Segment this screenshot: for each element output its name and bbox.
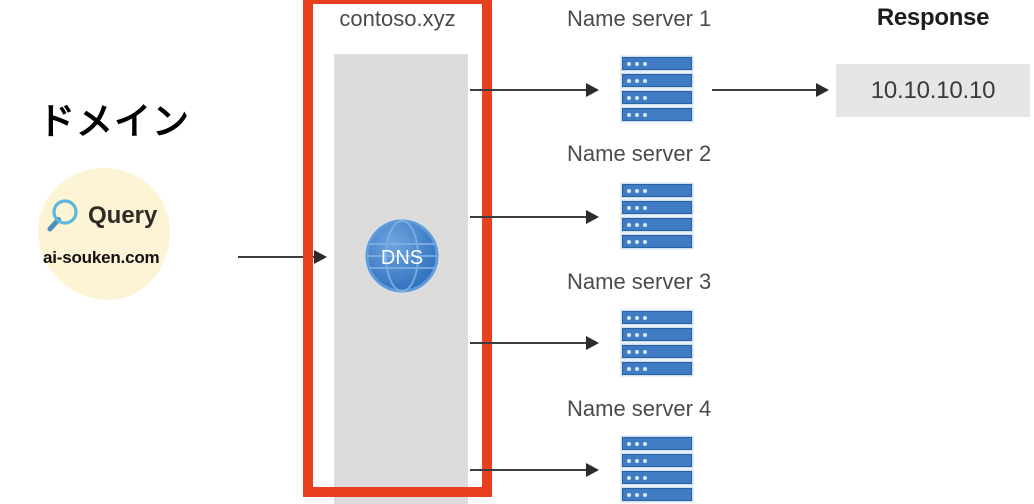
server-led xyxy=(635,95,639,100)
server-led xyxy=(643,458,647,463)
server-led xyxy=(643,315,647,320)
name-server-1-label: Name server 1 xyxy=(567,6,712,31)
server-rack-icon xyxy=(622,311,692,375)
server-led xyxy=(643,188,647,193)
server-led xyxy=(635,441,639,446)
server-led xyxy=(635,315,639,320)
server-led xyxy=(635,78,639,83)
server-led xyxy=(635,112,639,117)
arrow-query-to-dns xyxy=(238,248,328,266)
name-server-3-label: Name server 3 xyxy=(567,269,712,294)
server-led xyxy=(635,239,639,244)
server-rack-unit xyxy=(622,345,692,358)
svg-text:DNS: DNS xyxy=(381,247,423,269)
server-led xyxy=(643,222,647,227)
server-led xyxy=(635,205,639,210)
server-led xyxy=(643,366,647,371)
server-rack-unit xyxy=(622,91,692,104)
server-rack-unit xyxy=(622,437,692,450)
server-rack-unit xyxy=(622,311,692,324)
zone-highlight-box xyxy=(303,0,492,497)
query-highlight-blob xyxy=(38,168,170,300)
server-led xyxy=(643,475,647,480)
query-group: Query xyxy=(44,196,157,236)
server-rack-unit xyxy=(622,108,692,121)
server-led xyxy=(635,61,639,66)
server-led xyxy=(627,188,631,193)
server-led xyxy=(627,441,631,446)
arrow-dns-to-name-server-1 xyxy=(470,81,600,99)
server-rack-unit xyxy=(622,328,692,341)
server-rack-unit xyxy=(622,201,692,214)
server-led xyxy=(635,349,639,354)
server-led xyxy=(627,366,631,371)
server-led xyxy=(627,239,631,244)
server-led xyxy=(635,188,639,193)
dns-globe-icon: DNS xyxy=(364,218,440,294)
server-rack-unit xyxy=(622,362,692,375)
arrow-dns-to-name-server-2 xyxy=(470,208,600,226)
server-led xyxy=(627,475,631,480)
arrow-name-server-1-to-response xyxy=(712,81,830,99)
server-led xyxy=(627,349,631,354)
server-rack-unit xyxy=(622,57,692,70)
query-label: Query xyxy=(88,202,158,229)
server-rack-unit xyxy=(622,218,692,231)
server-led xyxy=(643,112,647,117)
name-server-2-label: Name server 2 xyxy=(567,141,712,166)
server-led xyxy=(643,61,647,66)
page-title: ドメイン xyxy=(38,101,190,142)
server-rack-unit xyxy=(622,74,692,87)
server-led xyxy=(635,492,639,497)
server-led xyxy=(627,332,631,337)
server-led xyxy=(627,112,631,117)
server-led xyxy=(643,441,647,446)
server-led xyxy=(643,95,647,100)
server-led xyxy=(643,332,647,337)
server-rack-icon xyxy=(622,184,692,248)
server-rack-icon xyxy=(622,57,692,121)
server-led xyxy=(643,205,647,210)
dns-zone-name: contoso.xyz xyxy=(339,6,456,31)
server-rack-unit xyxy=(622,235,692,248)
server-led xyxy=(643,239,647,244)
arrow-dns-to-name-server-3 xyxy=(470,334,600,352)
server-rack-unit xyxy=(622,471,692,484)
magnifier-icon xyxy=(44,196,84,236)
server-led xyxy=(643,492,647,497)
server-led xyxy=(627,458,631,463)
server-led xyxy=(627,492,631,497)
server-led xyxy=(635,222,639,227)
response-value-box: 10.10.10.10 xyxy=(836,64,1030,117)
server-led xyxy=(627,78,631,83)
response-ip-value: 10.10.10.10 xyxy=(870,76,996,104)
server-led xyxy=(635,475,639,480)
query-domain-value: ai-souken.com xyxy=(43,248,160,267)
server-led xyxy=(635,332,639,337)
server-rack-unit xyxy=(622,454,692,467)
server-led xyxy=(643,78,647,83)
server-led xyxy=(643,349,647,354)
server-led xyxy=(627,315,631,320)
server-rack-icon xyxy=(622,437,692,501)
arrow-dns-to-name-server-4 xyxy=(470,461,600,479)
server-led xyxy=(627,61,631,66)
server-led xyxy=(635,458,639,463)
name-server-4-label: Name server 4 xyxy=(567,396,712,421)
response-title: Response xyxy=(876,4,990,31)
server-rack-unit xyxy=(622,488,692,501)
server-led xyxy=(627,95,631,100)
server-led xyxy=(627,222,631,227)
server-led xyxy=(627,205,631,210)
server-rack-unit xyxy=(622,184,692,197)
server-led xyxy=(635,366,639,371)
